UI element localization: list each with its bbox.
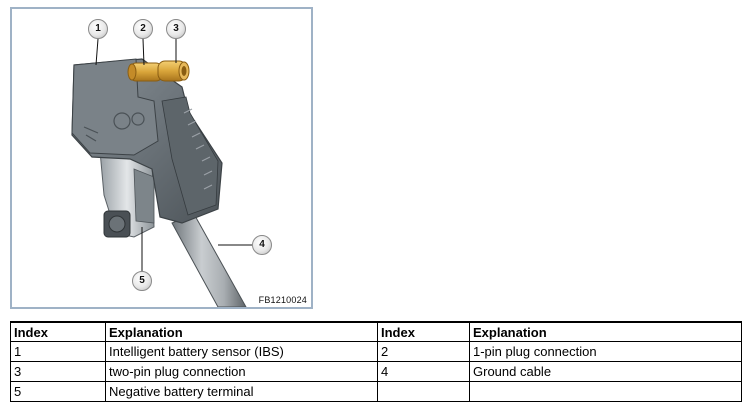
plug-connection-1pin: [127, 62, 163, 82]
header-index: Index: [10, 321, 106, 342]
cell-index: 5: [10, 381, 106, 402]
callout-2: 2: [133, 19, 153, 39]
cell-explanation: Negative battery terminal: [105, 381, 378, 402]
ground-cable: [171, 213, 247, 307]
legend-table: Index Explanation Index Explanation 1 In…: [10, 321, 742, 402]
battery-sensor-illustration: [71, 38, 252, 307]
cell-explanation: [469, 381, 742, 402]
callout-1: 1: [88, 19, 108, 39]
table-row: 1 Intelligent battery sensor (IBS) 2 1-p…: [10, 341, 742, 362]
cell-index: 2: [377, 341, 470, 362]
cell-explanation: Intelligent battery sensor (IBS): [105, 341, 378, 362]
cell-explanation: Ground cable: [469, 361, 742, 382]
header-explanation: Explanation: [469, 321, 742, 342]
cell-index: 4: [377, 361, 470, 382]
table-header-row: Index Explanation Index Explanation: [10, 321, 742, 342]
cell-explanation: 1-pin plug connection: [469, 341, 742, 362]
header-index: Index: [377, 321, 470, 342]
table-row: 5 Negative battery terminal: [10, 381, 742, 402]
clamp-bolt-nut: [108, 215, 126, 233]
plug-connection-2pin: [157, 60, 190, 82]
cell-explanation: two-pin plug connection: [105, 361, 378, 382]
callout-5: 5: [132, 271, 152, 291]
header-explanation: Explanation: [105, 321, 378, 342]
callout-4: 4: [252, 235, 272, 255]
cell-index: 1: [10, 341, 106, 362]
figure-code: FB1210024: [258, 295, 307, 305]
battery-sensor-figure: 1 2 3 4 5 FB1210024: [10, 7, 313, 309]
table-row: 3 two-pin plug connection 4 Ground cable: [10, 361, 742, 382]
cell-index: 3: [10, 361, 106, 382]
callout-3: 3: [166, 19, 186, 39]
cell-index: [377, 381, 470, 402]
